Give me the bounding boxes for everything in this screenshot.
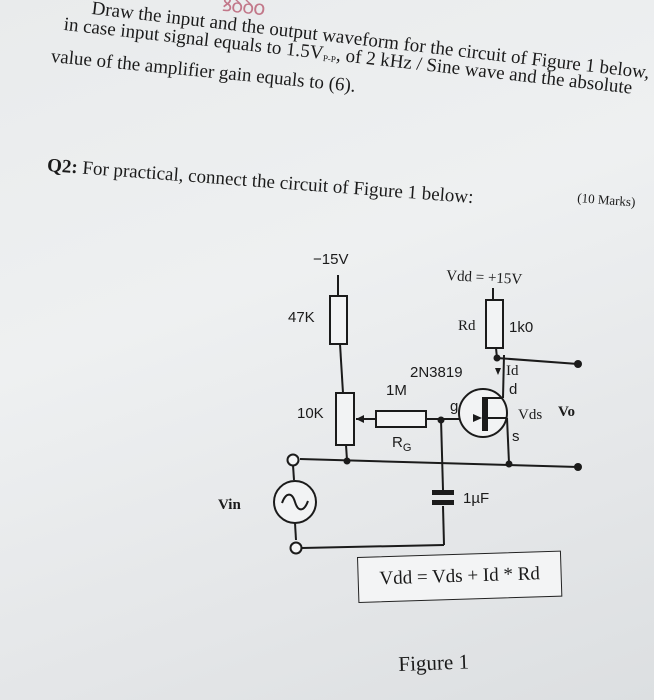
jfet-channel (482, 397, 488, 431)
vin-label: Vin (218, 497, 241, 513)
node-dot (343, 457, 351, 465)
figure-caption: Figure 1 (398, 649, 470, 676)
rg-label: RG (392, 434, 411, 454)
transistor-label: 2N3819 (410, 364, 463, 381)
vo-terminal (574, 360, 582, 368)
pot-value: 10K (297, 405, 324, 422)
formula-box: Vdd = Vds + Id * Rd (357, 550, 563, 603)
node-dot (437, 416, 445, 424)
vdd-label: Vdd = +15V (446, 268, 523, 288)
capacitor-plate-bottom (432, 500, 454, 505)
ground-terminal (574, 463, 582, 471)
id-arrow-icon (495, 368, 501, 375)
rd-label: Rd (458, 318, 476, 334)
wiper-arrow-icon (356, 415, 364, 423)
gate-label: g (450, 398, 458, 415)
r-top-label: 47K (288, 309, 315, 326)
drain-label: d (509, 381, 517, 398)
cap-value: 1µF (463, 490, 489, 507)
vin-terminal-top (286, 453, 300, 467)
vo-label: Vo (558, 404, 575, 420)
node-dot (505, 460, 513, 468)
sine-wave-icon (281, 493, 309, 511)
vds-label: Vds (518, 407, 542, 423)
gate-arrow-icon (473, 414, 482, 422)
formula-text: Vdd = Vds + Id * Rd (379, 563, 541, 590)
resistor-47k (329, 295, 348, 345)
id-label: Id (506, 363, 519, 379)
source-label: s (512, 428, 520, 445)
capacitor-plate-top (432, 490, 454, 495)
rd-value: 1k0 (509, 319, 533, 336)
resistor-rd (485, 299, 504, 349)
resistor-rg (375, 410, 427, 428)
node-dot (493, 354, 501, 362)
rg-value: 1M (386, 382, 407, 399)
neg-supply-label: −15V (313, 251, 348, 268)
vin-terminal-bottom (289, 541, 303, 555)
potentiometer-10k (335, 392, 355, 446)
